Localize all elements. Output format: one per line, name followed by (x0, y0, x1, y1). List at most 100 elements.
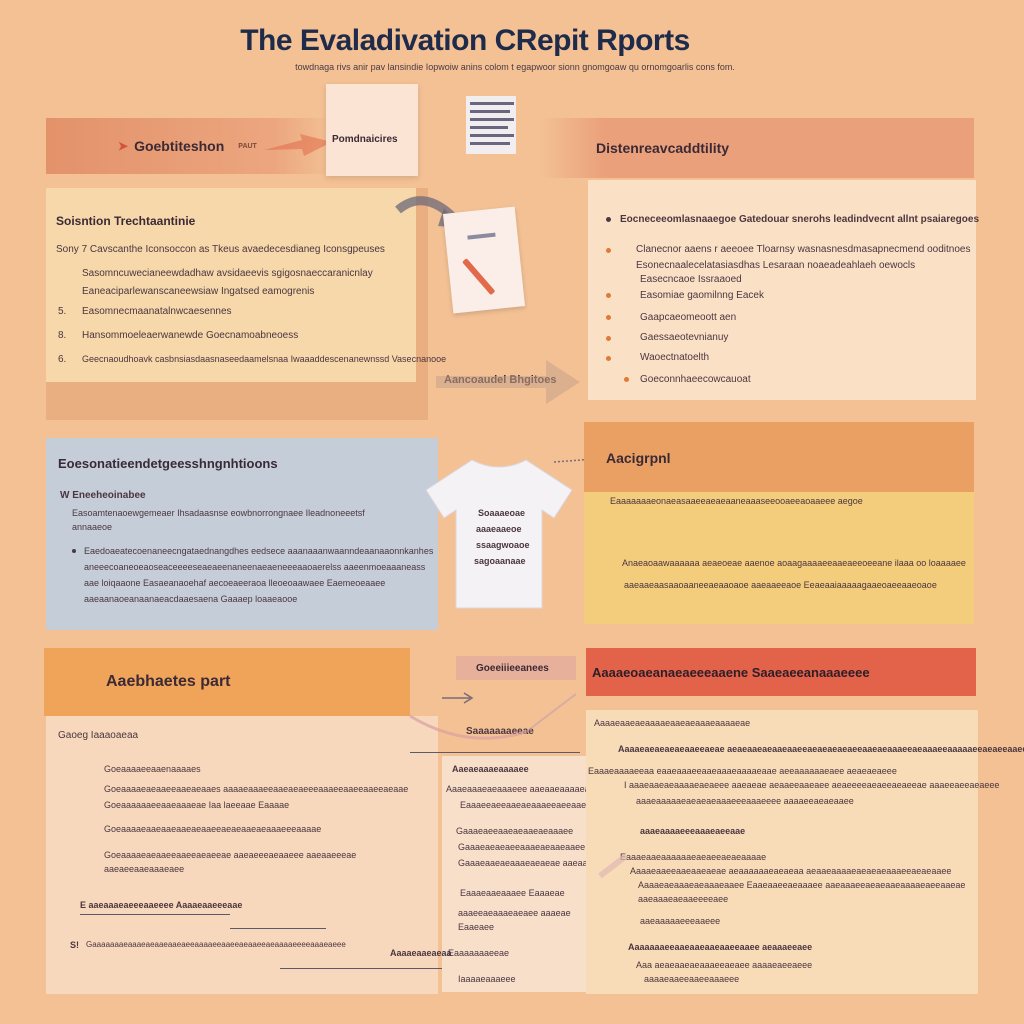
panel-f-line: Eaaeaee (458, 922, 495, 932)
panel-a: Soisntion Trechtaantinie Sony 7 Cavscant… (46, 188, 446, 382)
panel-d-line: Eaaaaaaaeonaeasaaeeaeaeaaneaaaseeooaeeao… (610, 496, 863, 506)
panel-b-line: Gaapcaeomeoott aen (640, 312, 737, 323)
panel-f-label: Saaaaaaaeeae (466, 726, 534, 737)
panel-d-heading: Aacigrpnl (606, 450, 671, 466)
panel-b-line: Goeconnhaeecowcauoat (640, 374, 751, 385)
panel-f-line: Gaaaeaeaeaeeaaaeaeaaeaaee (458, 842, 586, 852)
panel-e-line: Goeaaaaeaeaaeeaaeeaeaeeae aaeaeeeaeaaeee… (104, 850, 357, 860)
page-title: The Evaladivation CRepit Rports (240, 24, 690, 57)
panel-a-line: Sasomncuwecianeewdadhaw avsidaeevis sgig… (82, 268, 373, 279)
panel-d-header (584, 422, 974, 492)
arrow-icon: ➤ (118, 139, 129, 153)
panel-a-marker: 6. (58, 354, 67, 365)
panel-c-line: aae loiqaaone Easaeanaoehaf aecoeaeeraoa… (84, 578, 386, 588)
header-bar-bottom-left: Aaebhaetes part (44, 648, 410, 716)
panel-g-line: aaeaaaaaeeeaaeee (640, 916, 721, 926)
tshirt-text: aaaeaaeoe (476, 524, 522, 534)
panel-b-line: Gaessaeotevnianuy (640, 332, 729, 343)
panel-g-line: aaaeaaaaeeeaaaeaeeaae (640, 826, 746, 836)
panel-a-line: Hansommoeleaerwanewde Goecnamoabneoess (82, 330, 299, 341)
panel-c-heading: Eoesonatieendetgeesshngnhtioons (58, 456, 278, 471)
panel-g-line: Aaaaeaeaeaeaeaaeeaeae aeaeaaeaeaaeaaeeae… (618, 744, 1024, 754)
header-label: Goeeiiieeanees (476, 662, 549, 674)
header-bar-bottom-center: Goeeiiieeanees (456, 656, 576, 680)
connector-line (409, 693, 577, 740)
panel-b-line: Esonecnaalecelatasiasdhas Lesaraan noaea… (636, 260, 916, 271)
panel-b-line: Waoectnatoelth (640, 352, 710, 363)
panel-e-line: E aaeaaaeaeeeaaeeee Aaaaeaaeeeaae (80, 900, 243, 910)
panel-g-line: I aaaeaaeaeaaaaeaeaeee aaeaeae aeaaeeaae… (624, 780, 1000, 790)
panel-f-line: Aaeaeaaaeaaaaee (452, 764, 529, 774)
panel-f-line: aaaeeaeaaaeaeaee aaaeae (458, 908, 571, 918)
panel-b: Eocneceeomlasnaaegoe Gatedouar snerohs l… (588, 180, 979, 400)
panel-a-line: Geecnaoudhoavk casbnsiasdaasnaseedaamels… (82, 354, 447, 364)
header-bar-bottom-right: Aaaaeoaeanaeaeeeaaene Saaeaeeanaaaeeee (586, 648, 976, 696)
panel-e-line: Goeaaaaeeaaenaaaaes (104, 764, 201, 774)
header-label: Aaaaeoaeanaeaeeeaaene Saaeaeeanaaaeeee (592, 664, 870, 680)
panel-f-line: Aaaeaaaeaeaaaeee aaeaaeaaaaeaaae (446, 784, 605, 794)
arrow-icon (598, 853, 628, 879)
panel-a-line: Eaneaciparlewanscaneewsiaw Ingatsed eamo… (82, 286, 315, 297)
panel-c-sub: W Eneeheoinabee (60, 490, 146, 501)
panel-g: Aaaaeaaeaeaaaaeaaeaeaaaeaaaaeae Aaaaeaea… (586, 710, 1024, 994)
panel-g-line: Aaaaeaeaaaeaeaaaeaaee Eaaeaaeeaeaaaee aa… (638, 880, 966, 890)
panel-f-line: Aaaaeaaeaeaa (390, 948, 452, 958)
tshirt-text: Soaaaeoae (478, 508, 526, 518)
document-stack-icon (466, 96, 536, 154)
header-label: Aaebhaetes part (106, 673, 231, 690)
panel-d-line: aaeaaeaasaaoaaneeaeaaoaoe aaeaaeeaoe Eea… (624, 580, 937, 590)
panel-f-line: Eaaaeaaeaaaee Eaaaeae (460, 888, 565, 898)
panel-e-line: aaeaeeaaeaaaeaee (104, 864, 185, 874)
note-card (442, 206, 526, 314)
panel-f: Aaeaeaaaeaaaaee Aaaeaaaeaeaaaeee aaeaaea… (390, 756, 605, 992)
panel-a-line: Sony 7 Cavscanthe Iconsoccon as Tkeus av… (56, 244, 385, 255)
panel-e: Gaoeg Iaaaoaeaa Goeaaaaeeaaenaaaaes Goea… (46, 716, 630, 994)
tshirt-text: ssaagwoaoe (476, 540, 530, 550)
panel-c-line: Eaedoaeatecoenaneecngataednangdhes eedse… (84, 546, 434, 556)
panel-b-line: Easecncaoe Issraaoed (640, 274, 742, 285)
arrow-icon (264, 134, 332, 156)
header-bar-top-right: Distenreavcaddtility (540, 118, 974, 178)
panel-e-line: Goeaaaaeaaeaaeaaeaeaaeeaeaeaaeaeaaaeeeaa… (104, 824, 322, 834)
center-card (326, 84, 418, 176)
panel-e-marker: S! (70, 940, 79, 950)
panel-g-line: Aaa aeaeaaeaeaaaeeaeaee aaaaeaeeaeee (636, 960, 813, 970)
tshirt-icon (425, 459, 573, 609)
panel-g-line: Aaaaeaaeeaaeaaeaeae aeaaaaaaeaeaeaa aeaa… (630, 866, 952, 876)
panel-b-line: Easomiae gaomilnng Eacek (640, 290, 764, 301)
panel-c-line: annaaeoe (72, 522, 113, 532)
divider-line (230, 928, 326, 929)
panel-e-line: Gaaaaaaaeaaaeaeaaeaaeaeeaaaaeeaaeeaeaaee… (86, 940, 346, 949)
tshirt-text: sagoaanaae (474, 556, 526, 566)
panel-g-line: Eaaaeaaeaaaaaaeaeaeeaeaeaaaae (620, 852, 767, 862)
panel-c-line: Easoamtenaoewgemeaer Ihsadaasnse eowbnor… (72, 508, 365, 518)
panel-f-line: Eaaaaaaaeeae (448, 948, 510, 958)
panel-c-line: aaeaanaoeanaanaeacdaaesaena Gaaaep loaae… (84, 594, 298, 604)
panel-f-line: Gaaaeaeeaaeaeaaeaeaaaee (456, 826, 574, 836)
pencil-icon (462, 258, 496, 296)
arrow-icon (442, 692, 474, 704)
panel-g-line: Eaaaeaaaaeeaa eaaeaaaeeaaeaaaeaaaaeaae a… (588, 766, 897, 776)
divider-line (410, 752, 580, 753)
center-card-label: Pomdnaicires (332, 134, 398, 145)
panel-d-line: Anaeaoaawaaaaaa aeaeoeae aaenoe aoaagaaa… (622, 558, 966, 568)
right-arrow-icon (436, 360, 580, 404)
panel-f-line: Eaaaeeaeeaaeaeaaaeeaeeaaeaaa (460, 800, 602, 810)
header-label: Goebtiteshon (134, 138, 225, 154)
panel-e-line: Goeaaaaeaeaaeeaaeaeaaes aaaaeaaaeeaaeaea… (104, 784, 409, 794)
panel-e-sub: Gaoeg Iaaaoaeaa (58, 730, 139, 741)
panel-a-heading: Soisntion Trechtaantinie (56, 214, 196, 228)
panel-f-line: Gaaaeaaeaeaaaeaeaeae aaeaaae (458, 858, 598, 868)
header-label: Distenreavcaddtility (596, 140, 730, 156)
panel-a-marker: 8. (58, 330, 67, 341)
divider-line (80, 914, 230, 915)
header-small-label: PAUT (238, 142, 257, 150)
panel-a-line: Easomnecmaanatalnwcaesennes (82, 306, 232, 317)
panel-d: Eaaaaaaaeonaeasaaeeaeaeaaneaaaseeooaeeao… (584, 492, 974, 624)
page-subtitle: towdnaga rivs anir pav lansindie Iopwoiw… (295, 62, 735, 72)
panel-c: Eoesonatieendetgeesshngnhtioons W Eneehe… (46, 438, 438, 630)
panel-g-line: Aaaaeaaeaeaaaaeaaeaeaaaeaaaaeae (594, 718, 751, 728)
panel-b-line: Clanecnor aaens r aeeoee Tloarnsy wasnas… (636, 244, 971, 255)
panel-g-line: aaaeaaaaaeaeaeaeaaaeeeaaaeeee aaaaeeaeae… (636, 796, 854, 806)
panel-c-line: aneeecoaneoeaoseaceeeeseaeaeenaneenaeaen… (84, 562, 426, 572)
